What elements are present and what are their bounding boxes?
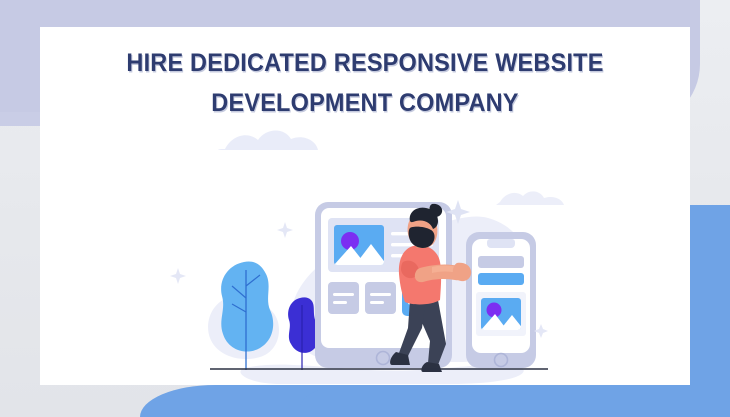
person-shoe-front [390,352,410,365]
phone-image-thumbnail [476,292,526,336]
person-figure [390,203,472,372]
page-title: HIRE DEDICATED RESPONSIVE WEBSITE DEVELO… [126,49,604,117]
sparkle-icon [534,324,548,338]
sparkle-icon [170,268,186,284]
cloud-right [496,191,564,205]
phone-bar-2 [478,273,524,285]
phone-notch [487,239,515,248]
person-front-leg [399,298,426,356]
sparkle-icon [446,200,470,224]
tablet-home-button [375,350,391,366]
person-hair-tuft [429,203,443,217]
tablet-image-thumbnail [334,225,384,265]
plant-large [221,261,274,370]
tablet-tile-1[interactable] [328,282,359,314]
person-sleeve-shadow [401,260,419,279]
phone-bar-1 [478,256,524,268]
cloud-left [218,130,318,150]
phone-home-button [493,352,509,368]
person-hand [452,262,472,282]
phone-device[interactable] [466,232,536,368]
white-content-card: HIRE DEDICATED RESPONSIVE WEBSITE DEVELO… [40,27,690,385]
person-beard [408,226,435,248]
sparkle-icon [277,222,293,238]
tablet-tile-2[interactable] [365,282,396,314]
illustration-container [170,122,570,385]
plant-small [288,297,320,370]
person-back-leg [420,297,446,365]
